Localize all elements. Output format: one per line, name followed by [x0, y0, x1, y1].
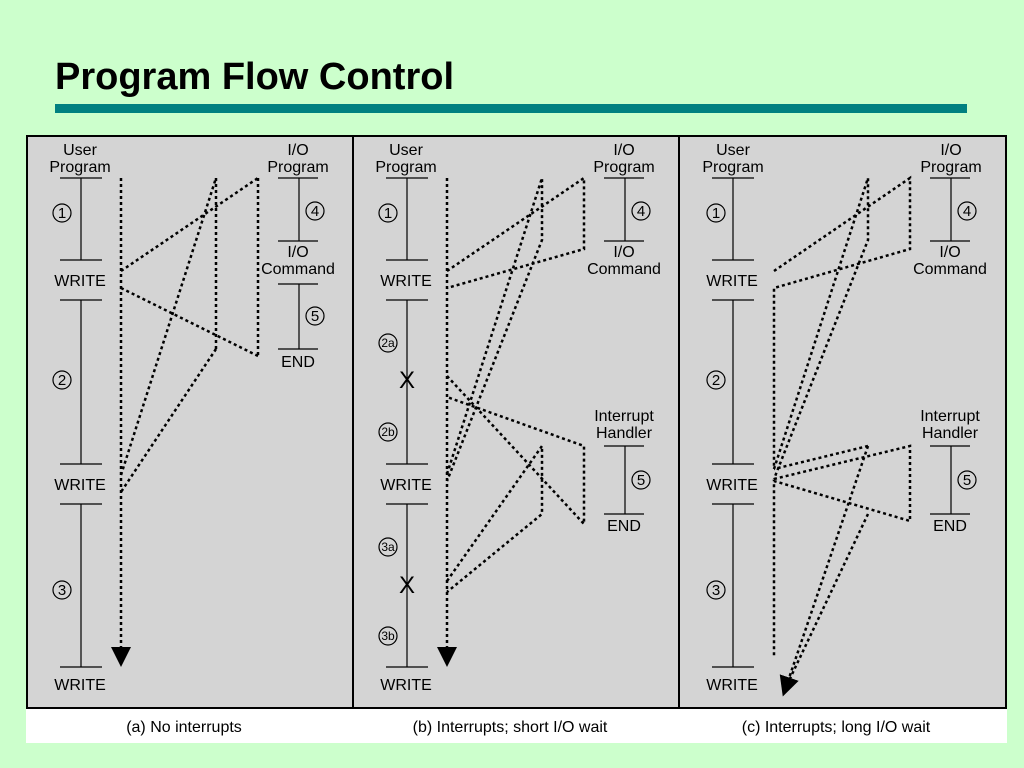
io-program-header: I/O — [287, 142, 308, 159]
io-program-header: Program — [920, 159, 981, 176]
step-marker — [706, 203, 726, 223]
caption-no-interrupts: (a) No interrupts — [126, 719, 242, 736]
io-command-label: I/O — [613, 244, 634, 261]
end-label: END — [607, 518, 641, 535]
interrupt-handler-header: Interrupt — [594, 408, 654, 425]
caption-long-io-wait: (c) Interrupts; long I/O wait — [742, 719, 931, 736]
io-command-label: Command — [587, 261, 661, 278]
step-marker — [378, 626, 398, 646]
io-command-label: I/O — [939, 244, 960, 261]
svg-text:5: 5 — [637, 472, 645, 489]
step-marker — [378, 422, 398, 442]
interrupt-handler-header: Handler — [596, 425, 653, 442]
step-marker — [378, 333, 398, 353]
io-command-label: I/O — [287, 244, 308, 261]
write-label: WRITE — [706, 273, 758, 290]
user-program-header: User — [63, 142, 97, 159]
user-program-header: Program — [375, 159, 436, 176]
svg-text:3: 3 — [712, 582, 720, 599]
svg-text:3b: 3b — [381, 629, 395, 643]
program-flow-figure: User Program I/O Program WRITE WRITE WRI… — [26, 135, 1007, 743]
step-marker — [378, 537, 398, 557]
write-label: WRITE — [54, 273, 106, 290]
write-label: WRITE — [380, 273, 432, 290]
caption-bar — [26, 709, 1007, 743]
svg-text:1: 1 — [58, 205, 66, 222]
panel-no-interrupts: User Program I/O Program WRITE WRITE WRI… — [49, 142, 335, 694]
step-marker — [631, 470, 651, 490]
write-label: WRITE — [54, 677, 106, 694]
svg-text:1: 1 — [384, 205, 392, 222]
svg-text:5: 5 — [311, 308, 319, 325]
svg-text:1: 1 — [712, 205, 720, 222]
slide-title: Program Flow Control — [55, 56, 454, 98]
control-flow-path — [772, 175, 912, 697]
svg-text:4: 4 — [637, 203, 645, 220]
step-marker — [957, 470, 977, 490]
write-label: WRITE — [706, 677, 758, 694]
step-marker — [378, 203, 398, 223]
step-marker — [52, 370, 72, 390]
figure-frame — [26, 135, 1007, 709]
step-marker — [52, 203, 72, 223]
svg-text:4: 4 — [963, 203, 971, 220]
write-label: WRITE — [706, 477, 758, 494]
interrupt-mark: X — [399, 367, 415, 394]
step-marker — [706, 370, 726, 390]
interrupt-handler-header: Handler — [922, 425, 979, 442]
title-rule — [55, 104, 967, 113]
control-flow-path — [437, 175, 586, 667]
io-command-label: Command — [913, 261, 987, 278]
step-marker — [631, 201, 651, 221]
end-label: END — [933, 518, 967, 535]
user-program-header: User — [716, 142, 750, 159]
svg-text:2a: 2a — [381, 336, 395, 350]
step-marker — [52, 580, 72, 600]
io-command-label: Command — [261, 261, 335, 278]
svg-text:2: 2 — [58, 372, 66, 389]
interrupt-handler-header: Interrupt — [920, 408, 980, 425]
panel-short-io-wait: User Program I/O Program WRITE WRITE WRI… — [375, 142, 661, 694]
user-program-header: Program — [49, 159, 110, 176]
caption-short-io-wait: (b) Interrupts; short I/O wait — [413, 719, 608, 736]
control-flow-path — [111, 176, 260, 667]
write-label: WRITE — [54, 477, 106, 494]
io-program-header: I/O — [940, 142, 961, 159]
user-program-header: User — [389, 142, 423, 159]
svg-text:4: 4 — [311, 203, 319, 220]
write-label: WRITE — [380, 477, 432, 494]
write-label: WRITE — [380, 677, 432, 694]
interrupt-mark: X — [399, 572, 415, 599]
panel-long-io-wait: User Program I/O Program WRITE WRITE WRI… — [702, 142, 987, 697]
step-marker — [305, 201, 325, 221]
io-program-header: I/O — [613, 142, 634, 159]
io-program-header: Program — [593, 159, 654, 176]
svg-text:2: 2 — [712, 372, 720, 389]
svg-text:2b: 2b — [381, 425, 395, 439]
step-marker — [305, 306, 325, 326]
step-marker — [957, 201, 977, 221]
end-label: END — [281, 354, 315, 371]
svg-text:3a: 3a — [381, 540, 395, 554]
step-marker — [706, 580, 726, 600]
svg-text:3: 3 — [58, 582, 66, 599]
user-program-header: Program — [702, 159, 763, 176]
io-program-header: Program — [267, 159, 328, 176]
svg-text:5: 5 — [963, 472, 971, 489]
